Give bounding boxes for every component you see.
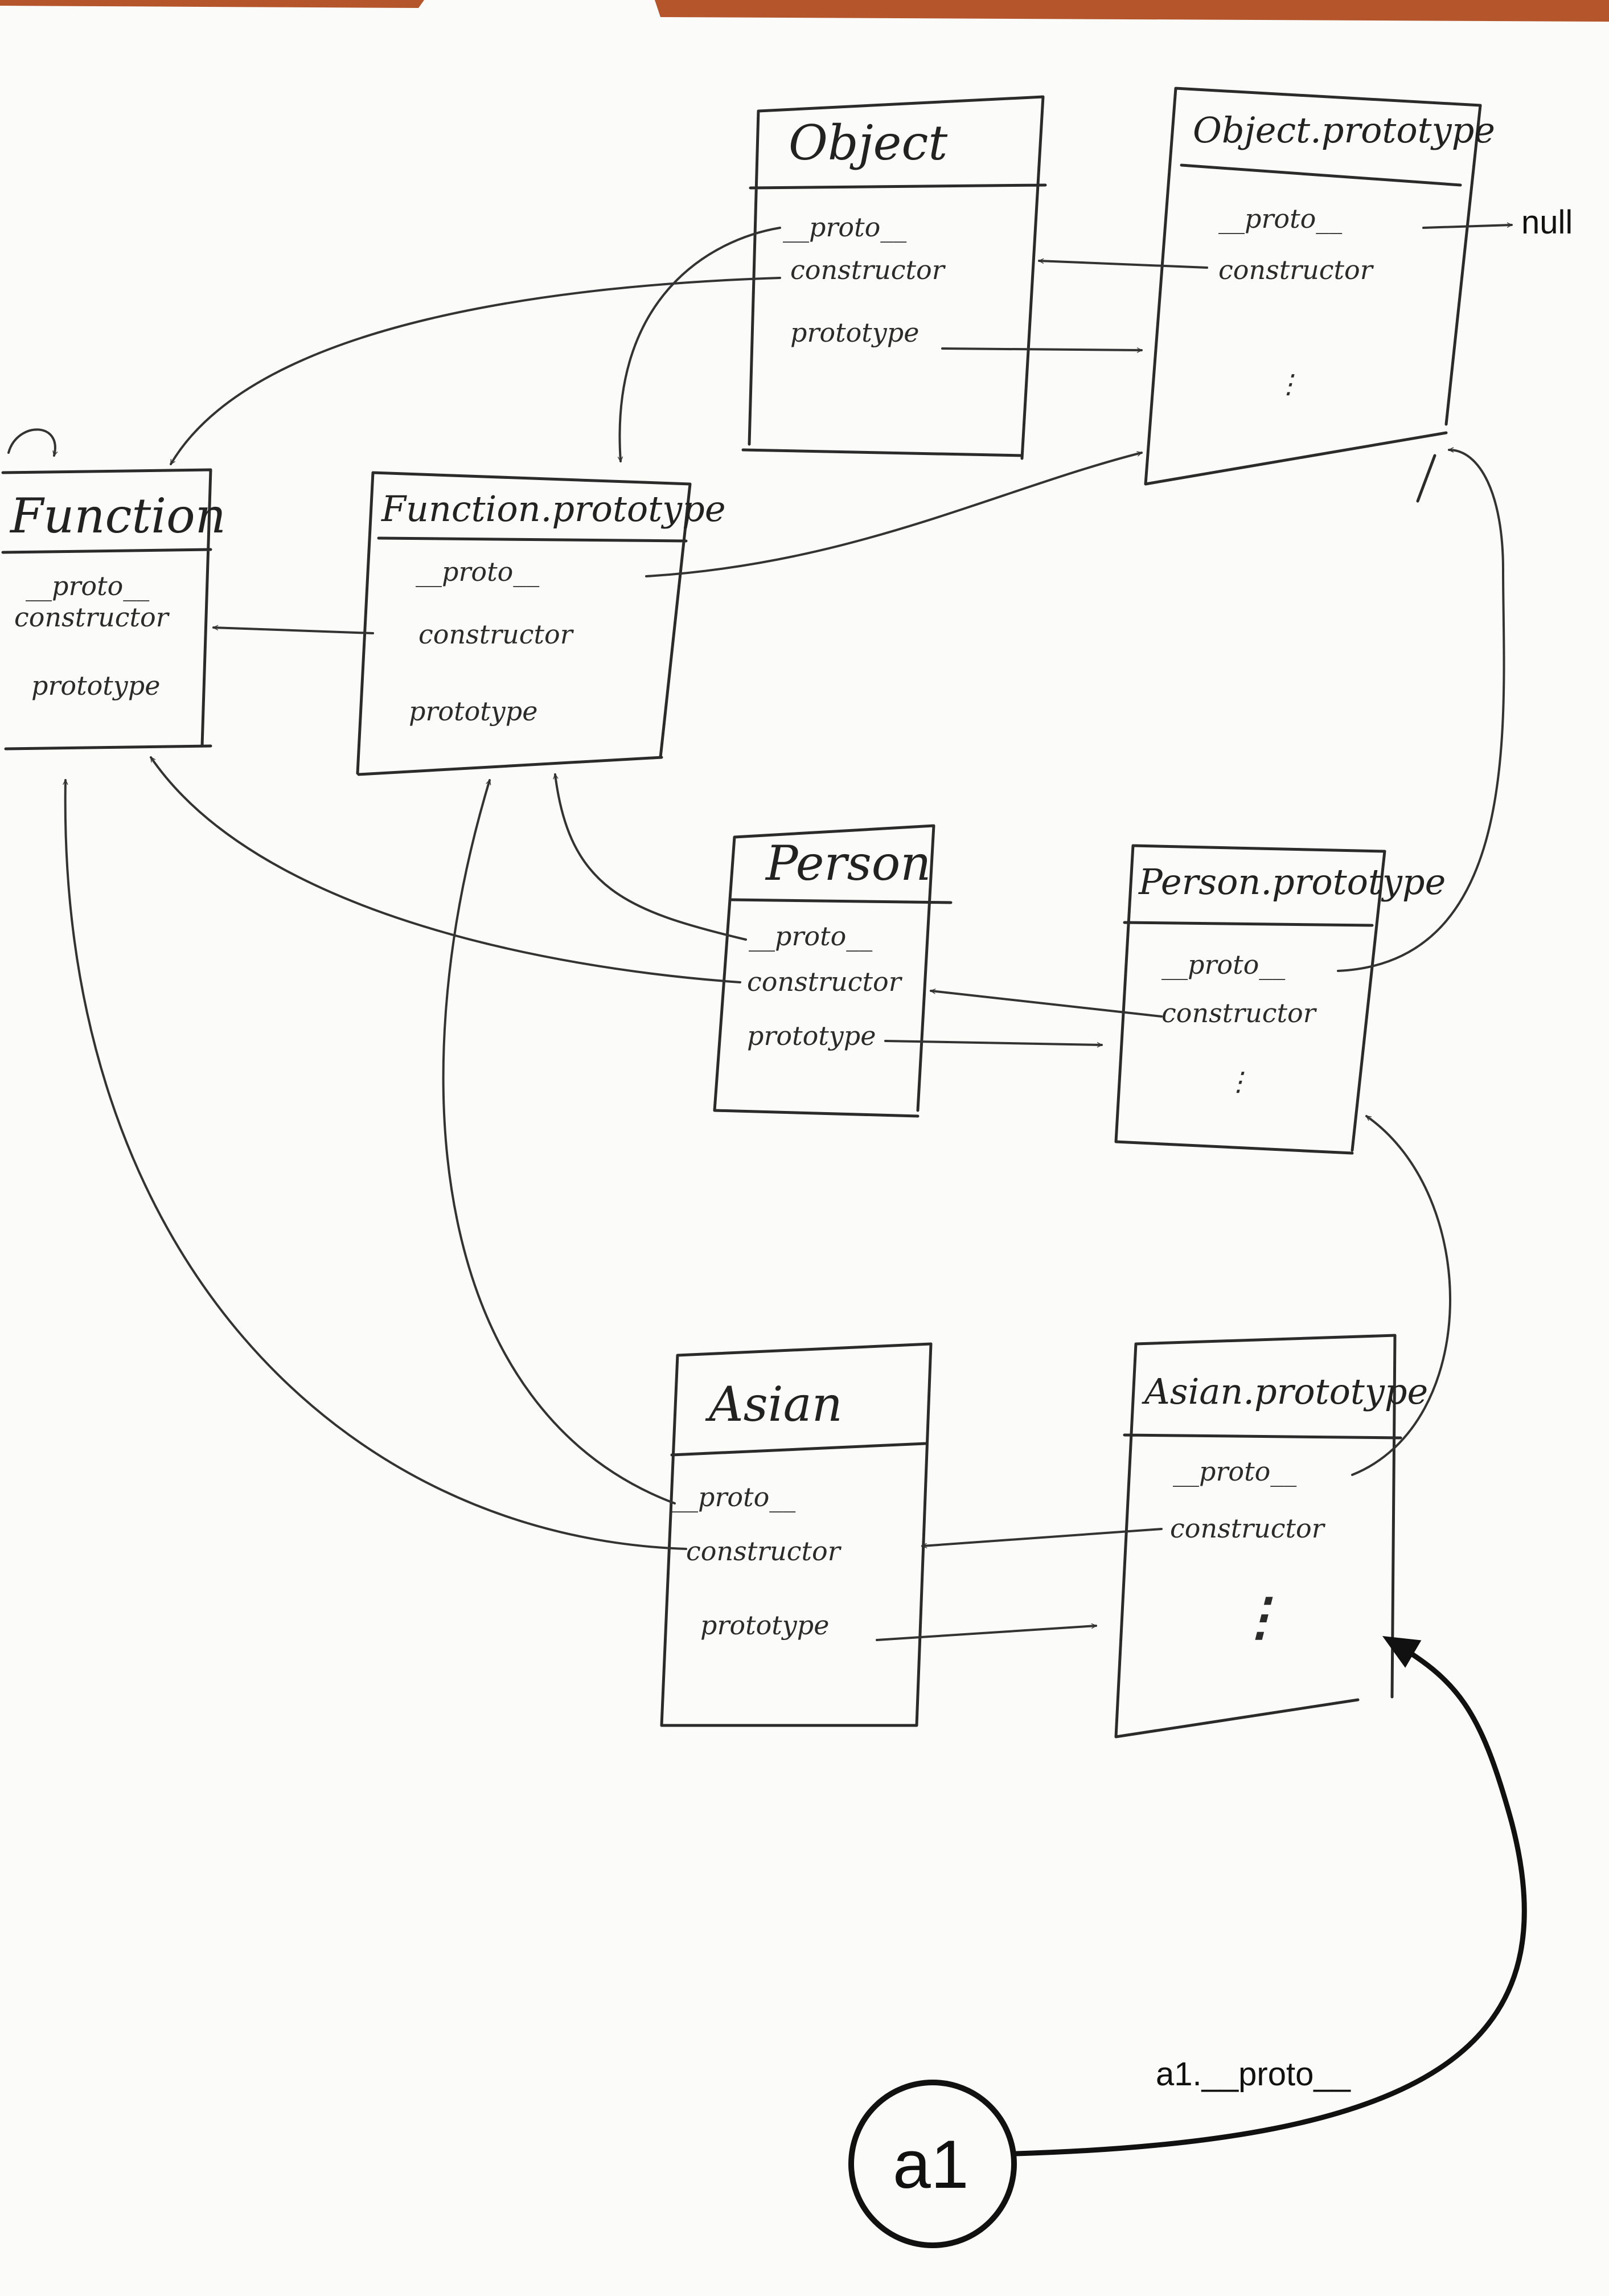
node-field-constructor: constructor [418, 619, 574, 650]
null-label: null [1521, 204, 1573, 241]
node-field-prototype: prototype [31, 670, 160, 701]
node-asian: Asian __proto__ constructor prototype [660, 1342, 933, 1727]
edge-personproto-proto [1337, 450, 1505, 972]
node-field-constructor: constructor [1161, 998, 1317, 1028]
node-field-constructor: constructor [686, 1536, 842, 1567]
node-title: Person.prototype [1138, 861, 1446, 903]
edge-asian-prototype [876, 1626, 1097, 1641]
edge-a1-proto [1013, 1635, 1527, 2156]
node-field-ellipsis: ⋮ [1225, 1066, 1251, 1097]
diagram-edges [7, 225, 1527, 2156]
node-field-proto: __proto__ [749, 921, 872, 952]
edge-funcproto-proto [645, 453, 1143, 577]
node-field-proto: __proto__ [1173, 1456, 1296, 1487]
node-field-ellipsis: ⋮ [1234, 1586, 1286, 1647]
node-title: Function.prototype [381, 488, 726, 530]
node-person: Person __proto__ constructor prototype [713, 824, 953, 1118]
node-field-constructor: constructor [790, 255, 946, 285]
edge-asianproto-constructor [921, 1528, 1163, 1546]
node-field-constructor: constructor [14, 602, 170, 633]
edge-function-self [7, 428, 55, 457]
edge-objproto-proto-null [1422, 225, 1513, 229]
node-field-prototype: prototype [409, 696, 537, 727]
edge-personproto-constructor [930, 991, 1163, 1018]
node-field-constructor: constructor [747, 966, 903, 997]
node-title: Object.prototype [1193, 109, 1495, 151]
node-field-constructor: constructor [1218, 255, 1374, 285]
edge-asian-proto [442, 779, 676, 1504]
node-field-constructor: constructor [1170, 1513, 1326, 1544]
node-title: Person [765, 835, 931, 891]
node-asian-prototype: Asian.prototype __proto__ constructor ⋮ [1114, 1334, 1428, 1739]
wood-edge-right [655, 0, 1609, 22]
node-title: Asian [705, 1376, 843, 1432]
node-field-proto: __proto__ [672, 1482, 795, 1512]
node-field-proto: __proto__ [416, 556, 539, 587]
node-title: Object [789, 115, 947, 171]
node-field-proto: __proto__ [783, 212, 906, 243]
node-function-prototype: Function.prototype __proto__ constructor… [356, 471, 726, 776]
edge-person-constructor [150, 756, 741, 983]
node-field-ellipsis: ⋮ [1275, 368, 1302, 399]
node-field-prototype: prototype [700, 1610, 829, 1641]
edge-funcproto-constructor [212, 628, 374, 634]
node-title: Function [9, 488, 226, 544]
instance-a1: a1 [848, 2080, 1017, 2248]
edge-objproto-constructor [1038, 261, 1208, 269]
node-field-proto: __proto__ [1218, 203, 1342, 234]
node-field-prototype: prototype [747, 1020, 876, 1051]
edge-asian-constructor [65, 779, 687, 1550]
edge-object-constructor [170, 277, 781, 465]
node-person-prototype: Person.prototype __proto__ constructor ⋮ [1114, 844, 1446, 1155]
node-title: Asian.prototype [1142, 1371, 1428, 1412]
edge-person-prototype [884, 1040, 1103, 1045]
instance-label: a1 [893, 2126, 968, 2203]
edge-object-proto [619, 227, 781, 462]
node-object: Object __proto__ constructor prototype [741, 95, 1047, 460]
wood-edge-left [0, 0, 424, 8]
node-field-proto: __proto__ [1161, 949, 1285, 980]
node-field-prototype: prototype [790, 317, 919, 348]
edge-object-prototype [941, 347, 1143, 350]
a1-proto-edge-label: a1.__proto__ [1156, 2056, 1351, 2093]
node-function: Function __proto__ constructor prototype [1, 468, 226, 751]
node-field-proto: __proto__ [26, 571, 149, 601]
edge-asianproto-proto [1351, 1115, 1451, 1476]
edge-person-proto [555, 773, 747, 941]
node-object-prototype: Object.prototype __proto__ constructor ⋮ [1144, 87, 1495, 503]
